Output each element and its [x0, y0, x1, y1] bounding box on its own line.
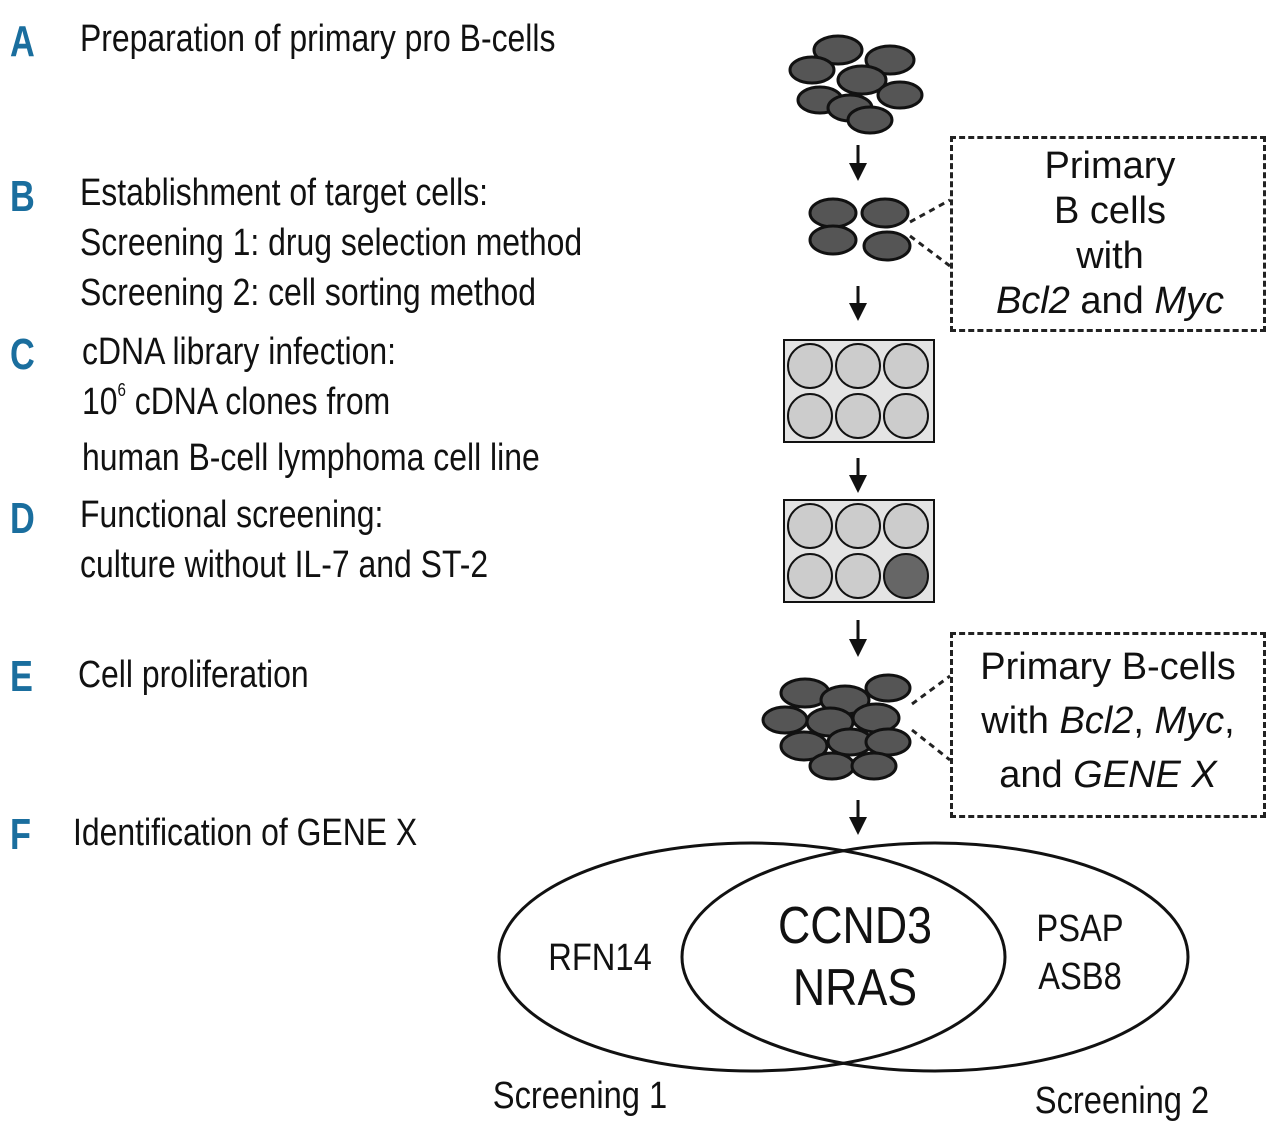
step-b-line-2: Screening 1: drug selection method — [80, 222, 583, 264]
cell — [846, 105, 894, 135]
cell — [808, 224, 858, 256]
callout-b-text: Primary B cells with Bcl2 and Myc — [960, 144, 1260, 324]
step-c-text: cDNA library infection: 106 cDNA clones … — [82, 327, 540, 483]
venn-circle-screening-2 — [680, 841, 1190, 1073]
callout-b-conj: and — [1069, 280, 1155, 322]
cell — [864, 727, 912, 757]
cell — [808, 197, 858, 229]
venn-right-only: PSAP ASB8 — [1011, 905, 1149, 1001]
cell — [864, 673, 912, 703]
callout-e-line-3: and GENE X — [955, 748, 1261, 802]
venn-diagram — [497, 841, 1190, 1073]
cell-cluster-b — [808, 197, 912, 262]
step-e-line-1: Cell proliferation — [78, 654, 309, 696]
well-d-5 — [835, 553, 881, 599]
cell — [808, 751, 856, 781]
clone-count-exponent: 6 — [117, 380, 126, 400]
venn-intersection-gene-2: NRAS — [792, 959, 918, 1017]
callout-e-prefix: with — [981, 700, 1060, 742]
step-b-line-1: Establishment of target cells: — [80, 172, 489, 214]
gene-myc: Myc — [1154, 280, 1225, 322]
well-d-2 — [835, 503, 881, 549]
well-plate-c — [783, 339, 935, 443]
venn-intersection: CCND3 NRAS — [760, 895, 949, 1019]
callout-e-sep: , — [1133, 700, 1155, 742]
well-c-4 — [787, 393, 833, 439]
step-b-text: Establishment of target cells: Screening… — [80, 168, 582, 318]
step-a-text: Preparation of primary pro B-cells — [80, 14, 555, 64]
callout-b-line-4: Bcl2 and Myc — [960, 279, 1260, 324]
venn-right-gene-1: PSAP — [1036, 908, 1124, 950]
step-f-text: Identification of GENE X — [73, 808, 417, 858]
callout-e-comma: , — [1224, 700, 1235, 742]
step-c-line-3: human B-cell lymphoma cell line — [82, 437, 540, 479]
callout-e-connector-bottom — [911, 728, 951, 762]
cell — [864, 44, 916, 76]
cell — [779, 730, 829, 762]
venn-label-screening-1: Screening 1 — [492, 1075, 668, 1117]
callout-e-text: Primary B-cells with Bcl2, Myc, and GENE… — [955, 640, 1261, 802]
clone-count-base: 10 — [82, 381, 118, 423]
well-c-1 — [787, 343, 833, 389]
callout-e-line-1: Primary B-cells — [980, 646, 1236, 688]
callout-b-line-3: with — [1076, 235, 1144, 277]
well-c-2 — [835, 343, 881, 389]
well-d-3 — [883, 503, 929, 549]
callout-b-line-1: Primary — [1044, 145, 1176, 187]
venn-left-only: RFN14 — [531, 935, 669, 981]
well-d-6-positive — [883, 553, 929, 599]
callout-b-connector-top — [909, 198, 951, 224]
step-letter-b: B — [10, 172, 35, 221]
step-d-text: Functional screening: culture without IL… — [80, 490, 488, 590]
callout-e-connector-top — [911, 674, 951, 706]
clone-count-rest: cDNA clones from — [125, 381, 391, 423]
cell — [876, 80, 924, 110]
gene-x: GENE X — [1073, 754, 1217, 796]
well-c-5 — [835, 393, 881, 439]
well-plate-d — [783, 499, 935, 603]
callout-box-e — [950, 632, 1266, 818]
gene-bcl2: Bcl2 — [995, 280, 1070, 322]
step-letter-f: F — [10, 810, 31, 859]
callout-e-conj: and — [999, 754, 1074, 796]
step-letter-d: D — [10, 494, 35, 543]
step-letter-e: E — [10, 652, 33, 701]
gene-myc: Myc — [1154, 700, 1225, 742]
cell — [836, 64, 888, 96]
cell — [761, 705, 809, 735]
step-letter-a: A — [10, 17, 35, 66]
step-c-line-1: cDNA library infection: — [82, 331, 397, 373]
step-d-line-2: culture without IL-7 and ST-2 — [80, 544, 489, 586]
callout-b-line-2: B cells — [1054, 190, 1166, 232]
venn-label-screening-2: Screening 2 — [1034, 1080, 1210, 1122]
step-d-line-1: Functional screening: — [80, 494, 384, 536]
step-letter-c: C — [10, 330, 35, 379]
callout-box-b — [950, 136, 1266, 332]
venn-intersection-gene-1: CCND3 — [777, 897, 933, 955]
callout-connectors — [909, 198, 951, 762]
cell — [850, 751, 898, 781]
step-f-line-1: Identification of GENE X — [73, 812, 418, 854]
venn-right-gene-2: ASB8 — [1038, 956, 1122, 998]
well-d-1 — [787, 503, 833, 549]
cell-cluster-a — [788, 34, 924, 135]
step-a-line-1: Preparation of primary pro B-cells — [80, 18, 556, 60]
well-c-3 — [883, 343, 929, 389]
venn-circle-screening-1 — [497, 841, 1007, 1073]
callout-b-connector-bottom — [909, 234, 951, 268]
cell-cluster-e — [761, 673, 912, 781]
step-c-line-2: 106 cDNA clones from — [82, 377, 540, 433]
callout-e-line-2: with Bcl2, Myc, — [955, 694, 1261, 748]
cell — [812, 34, 864, 66]
cell — [862, 230, 912, 262]
cell — [860, 197, 910, 229]
step-b-line-3: Screening 2: cell sorting method — [80, 272, 537, 314]
cell — [788, 55, 836, 85]
venn-left-gene-1: RFN14 — [548, 937, 652, 979]
step-e-text: Cell proliferation — [78, 650, 309, 700]
well-d-4 — [787, 553, 833, 599]
well-c-6 — [883, 393, 929, 439]
gene-bcl2: Bcl2 — [1059, 700, 1134, 742]
